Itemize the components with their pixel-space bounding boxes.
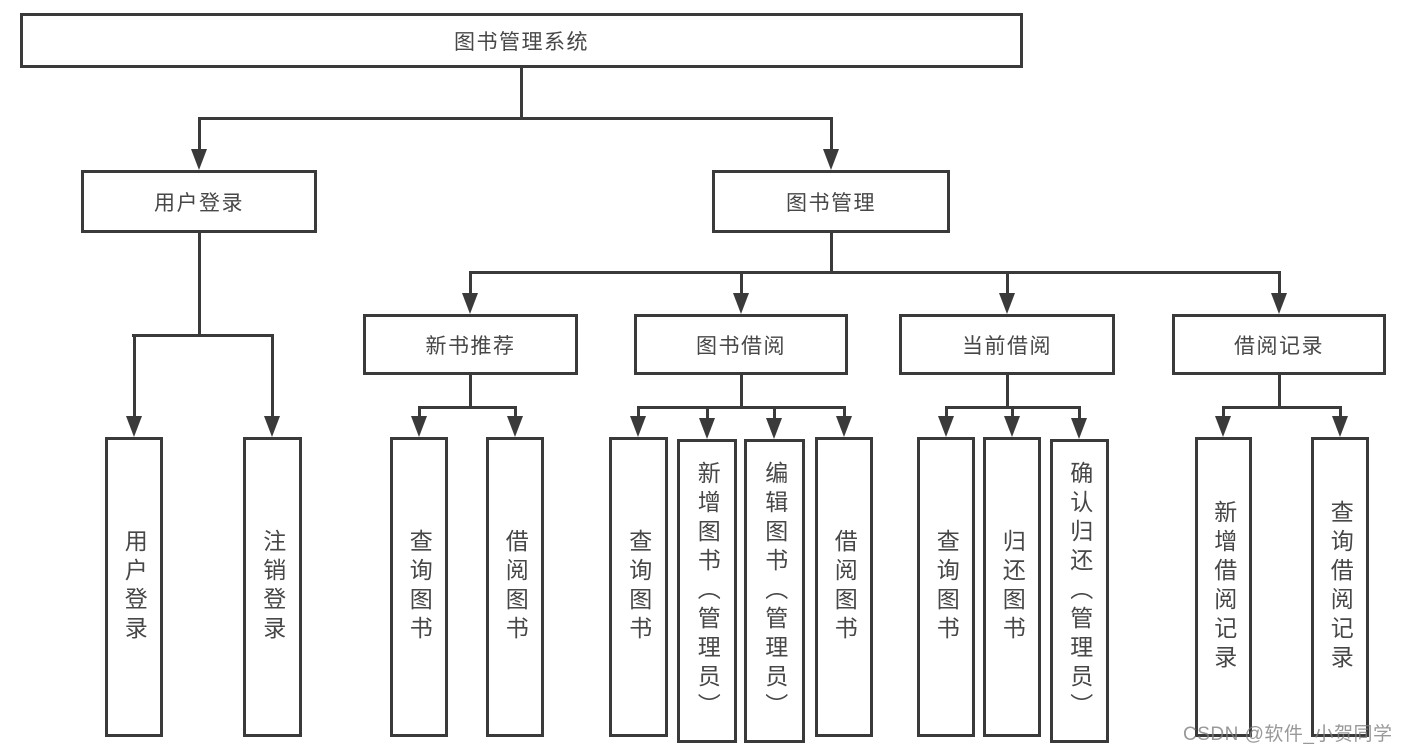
connector-line — [198, 117, 201, 151]
connector-line — [945, 406, 948, 420]
node-leaf-query-book-recommend: 查询图书 — [390, 437, 448, 737]
arrowhead-down-icon — [1071, 418, 1087, 439]
node-label: 查询图书 — [625, 529, 652, 645]
arrowhead-down-icon — [507, 416, 523, 437]
node-label: 新增图书（管理员） — [694, 460, 721, 722]
node-label: 新增借阅记录 — [1210, 500, 1237, 674]
node-label: 图书借阅 — [696, 334, 786, 358]
node-leaf-query-borrow-record: 查询借阅记录 — [1311, 437, 1369, 737]
node-book-management: 图书管理 — [712, 170, 950, 233]
node-label: 图书管理 — [786, 191, 876, 215]
connector-line — [514, 406, 517, 420]
node-leaf-edit-book-admin: 编辑图书（管理员） — [744, 439, 805, 743]
node-leaf-query-book-current: 查询图书 — [917, 437, 975, 737]
connector-line — [830, 117, 833, 151]
node-leaf-borrow-book: 借阅图书 — [815, 437, 873, 737]
node-label: 查询图书 — [933, 529, 960, 645]
arrowhead-down-icon — [126, 416, 142, 437]
node-leaf-user-login: 用户登录 — [105, 437, 163, 737]
node-leaf-borrow-book-recommend: 借阅图书 — [486, 437, 544, 737]
connector-line — [1006, 375, 1009, 408]
node-user-login: 用户登录 — [81, 170, 317, 233]
connector-line — [1078, 406, 1081, 420]
node-label: 用户登录 — [154, 191, 244, 215]
arrowhead-down-icon — [264, 416, 280, 437]
connector-line — [198, 232, 201, 336]
arrowhead-down-icon — [699, 418, 715, 439]
node-current-borrow: 当前借阅 — [899, 314, 1115, 375]
arrowhead-down-icon — [411, 416, 427, 437]
node-leaf-confirm-return-admin: 确认归还（管理员） — [1050, 439, 1109, 743]
connector-line — [418, 406, 517, 409]
arrowhead-down-icon — [823, 149, 839, 170]
node-label: 归还图书 — [999, 529, 1026, 645]
connector-line — [1339, 406, 1342, 420]
node-label: 图书管理系统 — [454, 30, 589, 54]
node-label: 查询图书 — [406, 529, 433, 645]
connector-line — [520, 67, 523, 118]
connector-line — [843, 406, 846, 420]
connector-line — [1011, 406, 1014, 420]
node-label: 查询借阅记录 — [1327, 500, 1354, 674]
node-label: 注销登录 — [259, 529, 286, 645]
connector-line — [1222, 406, 1342, 409]
connector-line — [469, 271, 1281, 274]
connector-line — [706, 406, 709, 420]
arrowhead-down-icon — [1004, 416, 1020, 437]
node-leaf-add-book-admin: 新增图书（管理员） — [677, 439, 737, 743]
connector-line — [469, 271, 472, 296]
connector-line — [1222, 406, 1225, 420]
node-label: 新书推荐 — [425, 334, 516, 358]
node-book-borrow: 图书借阅 — [634, 314, 848, 375]
connector-line — [271, 334, 274, 418]
node-label: 借阅图书 — [502, 529, 529, 645]
connector-line — [469, 375, 472, 408]
arrowhead-down-icon — [462, 293, 478, 314]
connector-line — [418, 406, 421, 420]
node-leaf-logout: 注销登录 — [243, 437, 302, 737]
node-leaf-add-borrow-record: 新增借阅记录 — [1195, 437, 1252, 737]
connector-line — [1006, 271, 1009, 296]
arrowhead-down-icon — [766, 418, 782, 439]
connector-line — [637, 406, 846, 409]
arrowhead-down-icon — [1332, 416, 1348, 437]
connector-line — [637, 406, 640, 420]
arrowhead-down-icon — [836, 416, 852, 437]
node-borrow-records: 借阅记录 — [1172, 314, 1386, 375]
node-label: 借阅记录 — [1234, 334, 1324, 358]
node-new-book-recommend: 新书推荐 — [363, 314, 578, 375]
connector-line — [1278, 375, 1281, 408]
connector-line — [773, 406, 776, 420]
node-leaf-return-book: 归还图书 — [983, 437, 1041, 737]
arrowhead-down-icon — [999, 293, 1015, 314]
connector-line — [1278, 271, 1281, 296]
connector-line — [132, 334, 274, 337]
node-label: 编辑图书（管理员） — [761, 460, 788, 722]
arrowhead-down-icon — [1215, 416, 1231, 437]
connector-line — [830, 232, 833, 273]
arrowhead-down-icon — [733, 293, 749, 314]
arrowhead-down-icon — [1271, 293, 1287, 314]
node-label: 当前借阅 — [962, 334, 1052, 358]
csdn-watermark: CSDN @软件_小贺同学 — [1183, 724, 1393, 745]
node-leaf-query-book-borrow: 查询图书 — [609, 437, 668, 737]
connector-line — [133, 334, 136, 418]
arrowhead-down-icon — [191, 149, 207, 170]
node-label: 确认归还（管理员） — [1066, 460, 1093, 722]
arrowhead-down-icon — [630, 416, 646, 437]
connector-line — [198, 117, 833, 120]
node-label: 借阅图书 — [831, 529, 858, 645]
connector-line — [740, 271, 743, 296]
node-library-management-system: 图书管理系统 — [20, 13, 1023, 68]
node-label: 用户登录 — [121, 529, 148, 645]
arrowhead-down-icon — [938, 416, 954, 437]
connector-line — [740, 375, 743, 408]
